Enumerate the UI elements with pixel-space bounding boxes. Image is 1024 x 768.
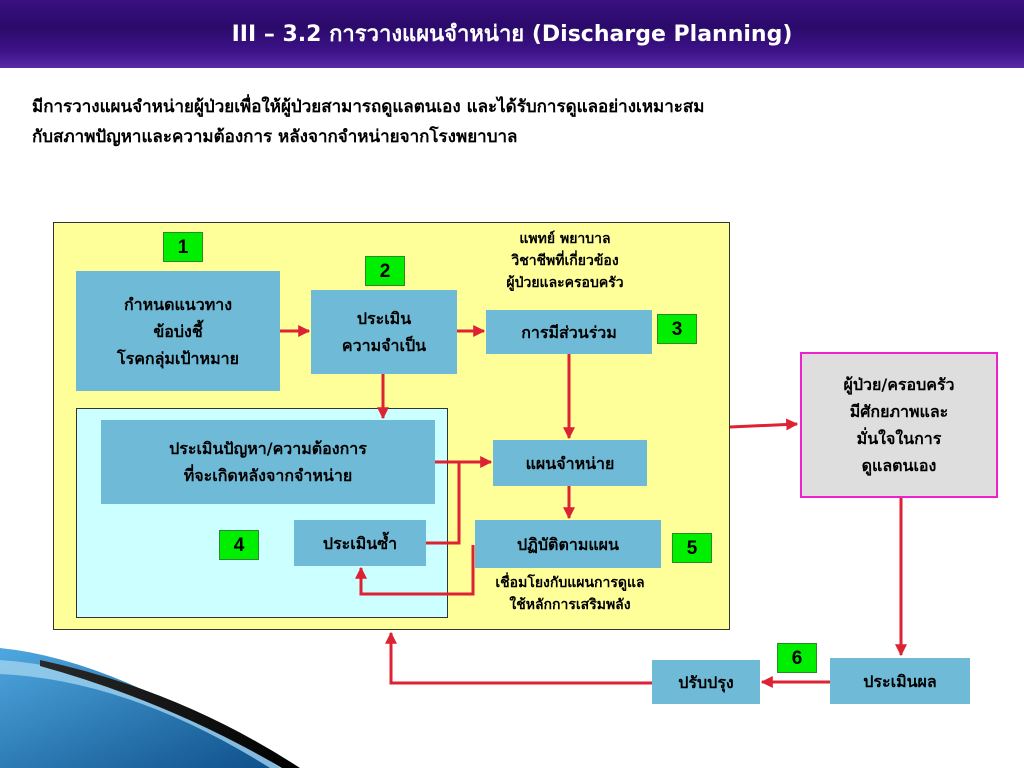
participation-box: การมีส่วนร่วม	[486, 310, 652, 354]
assess-problem-box: ประเมินปัญหา/ความต้องการ ที่จะเกิดหลังจา…	[101, 420, 435, 504]
step-badge-6: 6	[777, 643, 817, 673]
discharge-plan-box: แผนจำหน่าย	[493, 440, 647, 486]
step-badge-1: 1	[163, 232, 203, 262]
decorative-corner-swoosh	[0, 648, 300, 768]
arrow-panel-to-outcome	[729, 418, 799, 431]
define-guideline-box: กำหนดแนวทาง ข้อบ่งชี้ โรคกลุ่มเป้าหมาย	[76, 271, 280, 391]
arrow-improve-to-panel	[385, 631, 652, 685]
outcome-box: ผู้ป่วย/ครอบครัว มีศักยภาพและ มั่นใจในกา…	[800, 352, 998, 498]
intro-text: มีการวางแผนจำหน่ายผู้ป่วยเพื่อให้ผู้ป่วย…	[32, 92, 1002, 152]
step-badge-2: 2	[365, 256, 405, 286]
improve-box: ปรับปรุง	[652, 660, 760, 704]
participants-label: แพทย์ พยาบาล วิชาชีพที่เกี่ยวข้อง ผู้ป่ว…	[506, 231, 624, 291]
assess-need-box: ประเมิน ความจำเป็น	[311, 290, 457, 374]
step-badge-3: 3	[657, 314, 697, 344]
slide-title: III – 3.2 การวางแผนจำหน่าย (Discharge Pl…	[231, 22, 793, 47]
implement-plan-box: ปฏิบัติตามแผน	[475, 520, 661, 568]
evaluate-box: ประเมินผล	[830, 658, 970, 704]
reassess-box: ประเมินซ้ำ	[294, 520, 426, 566]
link-empowerment-label: เชื่อมโยงกับแผนการดูแล ใช้หลักการเสริมพล…	[495, 575, 645, 613]
step-badge-4: 4	[219, 530, 259, 560]
slide-header: III – 3.2 การวางแผนจำหน่าย (Discharge Pl…	[0, 0, 1024, 68]
step-badge-5: 5	[672, 533, 712, 563]
intro-line-2: กับสภาพปัญหาและความต้องการ หลังจากจำหน่า…	[32, 127, 518, 147]
intro-line-1: มีการวางแผนจำหน่ายผู้ป่วยเพื่อให้ผู้ป่วย…	[32, 97, 705, 117]
